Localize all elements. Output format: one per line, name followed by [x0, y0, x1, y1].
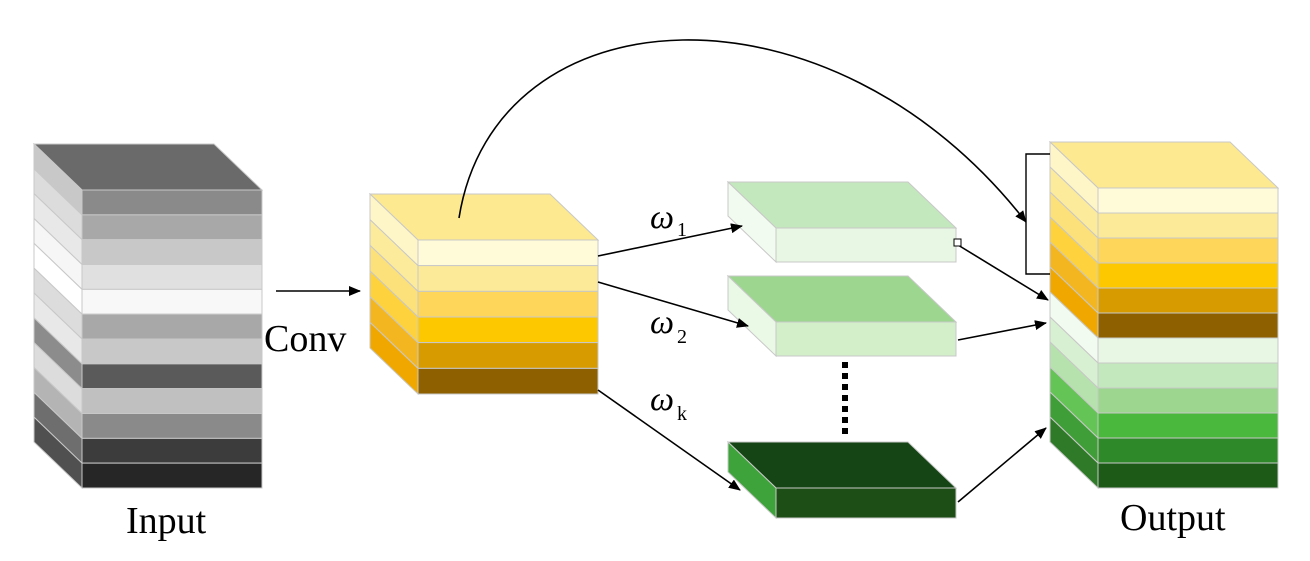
omega-k-label: ω: [650, 381, 674, 418]
block-front-layer: [1097, 412, 1279, 439]
block-front-layer: [1097, 337, 1279, 364]
block-front-layer: [1097, 287, 1279, 314]
block-front-layer: [1097, 462, 1279, 489]
conv-label: Conv: [264, 318, 346, 360]
block-front-layer: [81, 338, 263, 365]
output-label: Output: [1120, 497, 1226, 539]
arrow-conv-to-wk: [597, 389, 741, 491]
slab-front-face: [775, 321, 957, 357]
skip-connection-arrow: [458, 39, 1027, 223]
block-front-layer: [1097, 362, 1279, 389]
arrow-conv-to-w1: [597, 223, 743, 257]
output-bracket: [1025, 153, 1050, 275]
block-front-layer: [1097, 262, 1279, 289]
arrow-w1-to-output: [957, 244, 1049, 301]
block-front-layer: [81, 437, 263, 464]
block-front-layer: [81, 239, 263, 265]
block-front-layer: [1097, 187, 1279, 214]
block-front-layer: [1097, 437, 1279, 464]
block-front-layer: [81, 214, 263, 241]
omega-1-subscript: 1: [677, 219, 687, 241]
weighted-map-1: [726, 180, 958, 264]
block-front-layer: [81, 313, 263, 340]
block-front-layer: [81, 264, 263, 290]
weighted-map-2: [726, 274, 958, 358]
block-front-layer: [417, 367, 599, 395]
junction-square: [953, 238, 962, 247]
slab-front-face: [775, 487, 957, 519]
omega-2-label: ω: [650, 304, 674, 341]
block-front-layer: [81, 413, 263, 439]
block-front-layer: [417, 290, 599, 318]
block-front-layer: [417, 342, 599, 369]
arrow-w2-to-output: [957, 320, 1047, 341]
slab-front-face: [775, 227, 957, 263]
block-front-layer: [81, 462, 263, 489]
block-front-layer: [417, 265, 599, 292]
block-front-layer: [417, 316, 599, 344]
block-front-layer: [1097, 312, 1279, 339]
block-front-layer: [81, 363, 263, 390]
arrow-conv-to-w2: [597, 281, 749, 328]
block-front-layer: [81, 388, 263, 414]
block-front-layer: [81, 288, 263, 315]
arrow-wk-to-output: [957, 427, 1047, 503]
input-block: [32, 142, 264, 490]
block-front-layer: [81, 189, 263, 216]
weighted-map-k: [726, 440, 958, 520]
omega-k-subscript: k: [677, 403, 687, 425]
input-label: Input: [126, 500, 207, 542]
conv-feature-block: [368, 192, 600, 396]
omega-1-label: ω: [650, 199, 674, 236]
block-front-layer: [1097, 237, 1279, 264]
omega-2-subscript: 2: [677, 326, 687, 348]
output-block: [1048, 140, 1280, 490]
block-front-layer: [417, 239, 599, 267]
block-front-layer: [1097, 212, 1279, 239]
block-front-layer: [1097, 387, 1279, 414]
